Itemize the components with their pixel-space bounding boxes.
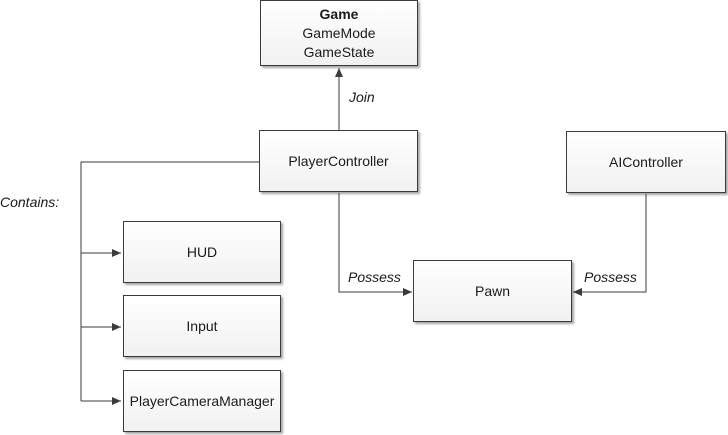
input-box: Input: [123, 295, 281, 357]
player-controller-label: PlayerController: [288, 152, 389, 169]
contains-label: Contains:: [0, 194, 60, 210]
camera-manager-label: PlayerCameraManager: [129, 392, 275, 409]
player-possess-label: Possess: [348, 269, 401, 285]
ai-controller-box: AIController: [566, 131, 726, 193]
game-state-label: GameState: [303, 43, 375, 60]
player-possess-connector: [338, 193, 412, 296]
hud-label: HUD: [186, 243, 218, 260]
player-controller-box: PlayerController: [259, 130, 418, 192]
game-box: Game GameMode GameState: [260, 0, 418, 66]
input-label: Input: [186, 317, 218, 334]
contains-connector: [80, 161, 260, 401]
pawn-box: Pawn: [413, 260, 572, 322]
game-mode-label: GameMode: [302, 24, 376, 41]
ai-controller-label: AIController: [609, 153, 683, 170]
ai-possess-label: Possess: [584, 269, 637, 285]
pawn-label: Pawn: [474, 282, 511, 299]
ai-possess-connector: [573, 194, 647, 296]
game-title: Game: [319, 5, 359, 22]
hud-box: HUD: [123, 221, 281, 283]
join-label: Join: [349, 89, 375, 105]
camera-manager-box: PlayerCameraManager: [123, 370, 281, 432]
